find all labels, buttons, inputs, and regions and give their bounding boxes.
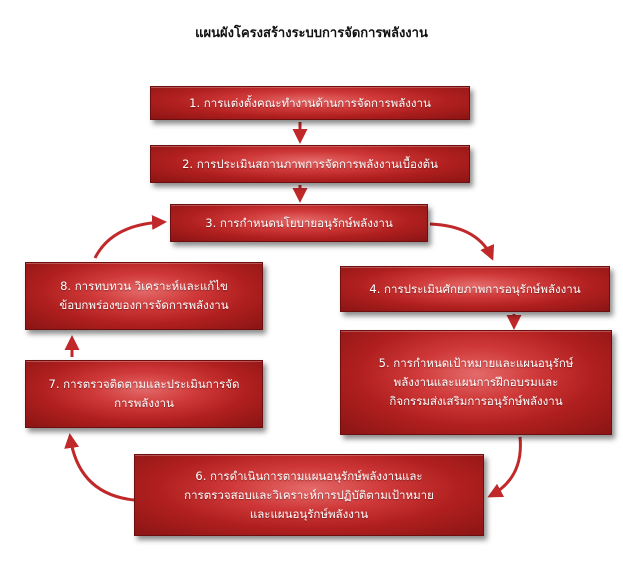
step-box-5: 5. การกำหนดเป้าหมายและแผนอนุรักษ์ พลังงา… [340,330,612,435]
step-label-5: 5. การกำหนดเป้าหมายและแผนอนุรักษ์ พลังงา… [378,356,574,408]
step-label-3: 3. การกำหนดนโยบายอนุรักษ์พลังงาน [205,215,393,230]
step-box-7: 7. การตรวจติดตามและประเมินการจัด การพลัง… [25,360,263,428]
step-label-2: 2. การประเมินสถานภาพการจัดการพลังงานเบื้… [182,156,438,171]
step-label-8: 8. การทบทวน วิเคราะห์และแก้ไข ข้อบกพร่อง… [59,279,229,312]
step-label-6: 6. การดำเนินการตามแผนอนุรักษ์พลังงานและ … [184,468,434,521]
arrow-step8-to-step3 [93,214,167,259]
arrow-step5-to-step6 [487,436,522,498]
step-box-4: 4. การประเมินศักยภาพการอนุรักษ์พลังงาน [340,266,610,312]
step-box-6: 6. การดำเนินการตามแผนอนุรักษ์พลังงานและ … [134,454,484,536]
step-box-8: 8. การทบทวน วิเคราะห์และแก้ไข ข้อบกพร่อง… [25,262,263,330]
step-box-3: 3. การกำหนดนโยบายอนุรักษ์พลังงาน [170,204,428,242]
page-title: แผนผังโครงสร้างระบบการจัดการพลังงาน [195,26,428,41]
step-label-4: 4. การประเมินศักยภาพการอนุรักษ์พลังงาน [369,281,581,296]
step-label-1: 1. การแต่งตั้งคณะทำงานด้านการจัดการพลังง… [189,95,431,110]
step-label-7: 7. การตรวจติดตามและประเมินการจัด การพลัง… [48,377,240,410]
arrow-step3-to-step4 [429,222,495,261]
step-box-2: 2. การประเมินสถานภาพการจัดการพลังงานเบื้… [150,145,470,183]
step-box-1: 1. การแต่งตั้งคณะทำงานด้านการจัดการพลังง… [150,86,470,120]
arrow-step6-to-step7 [64,433,135,502]
